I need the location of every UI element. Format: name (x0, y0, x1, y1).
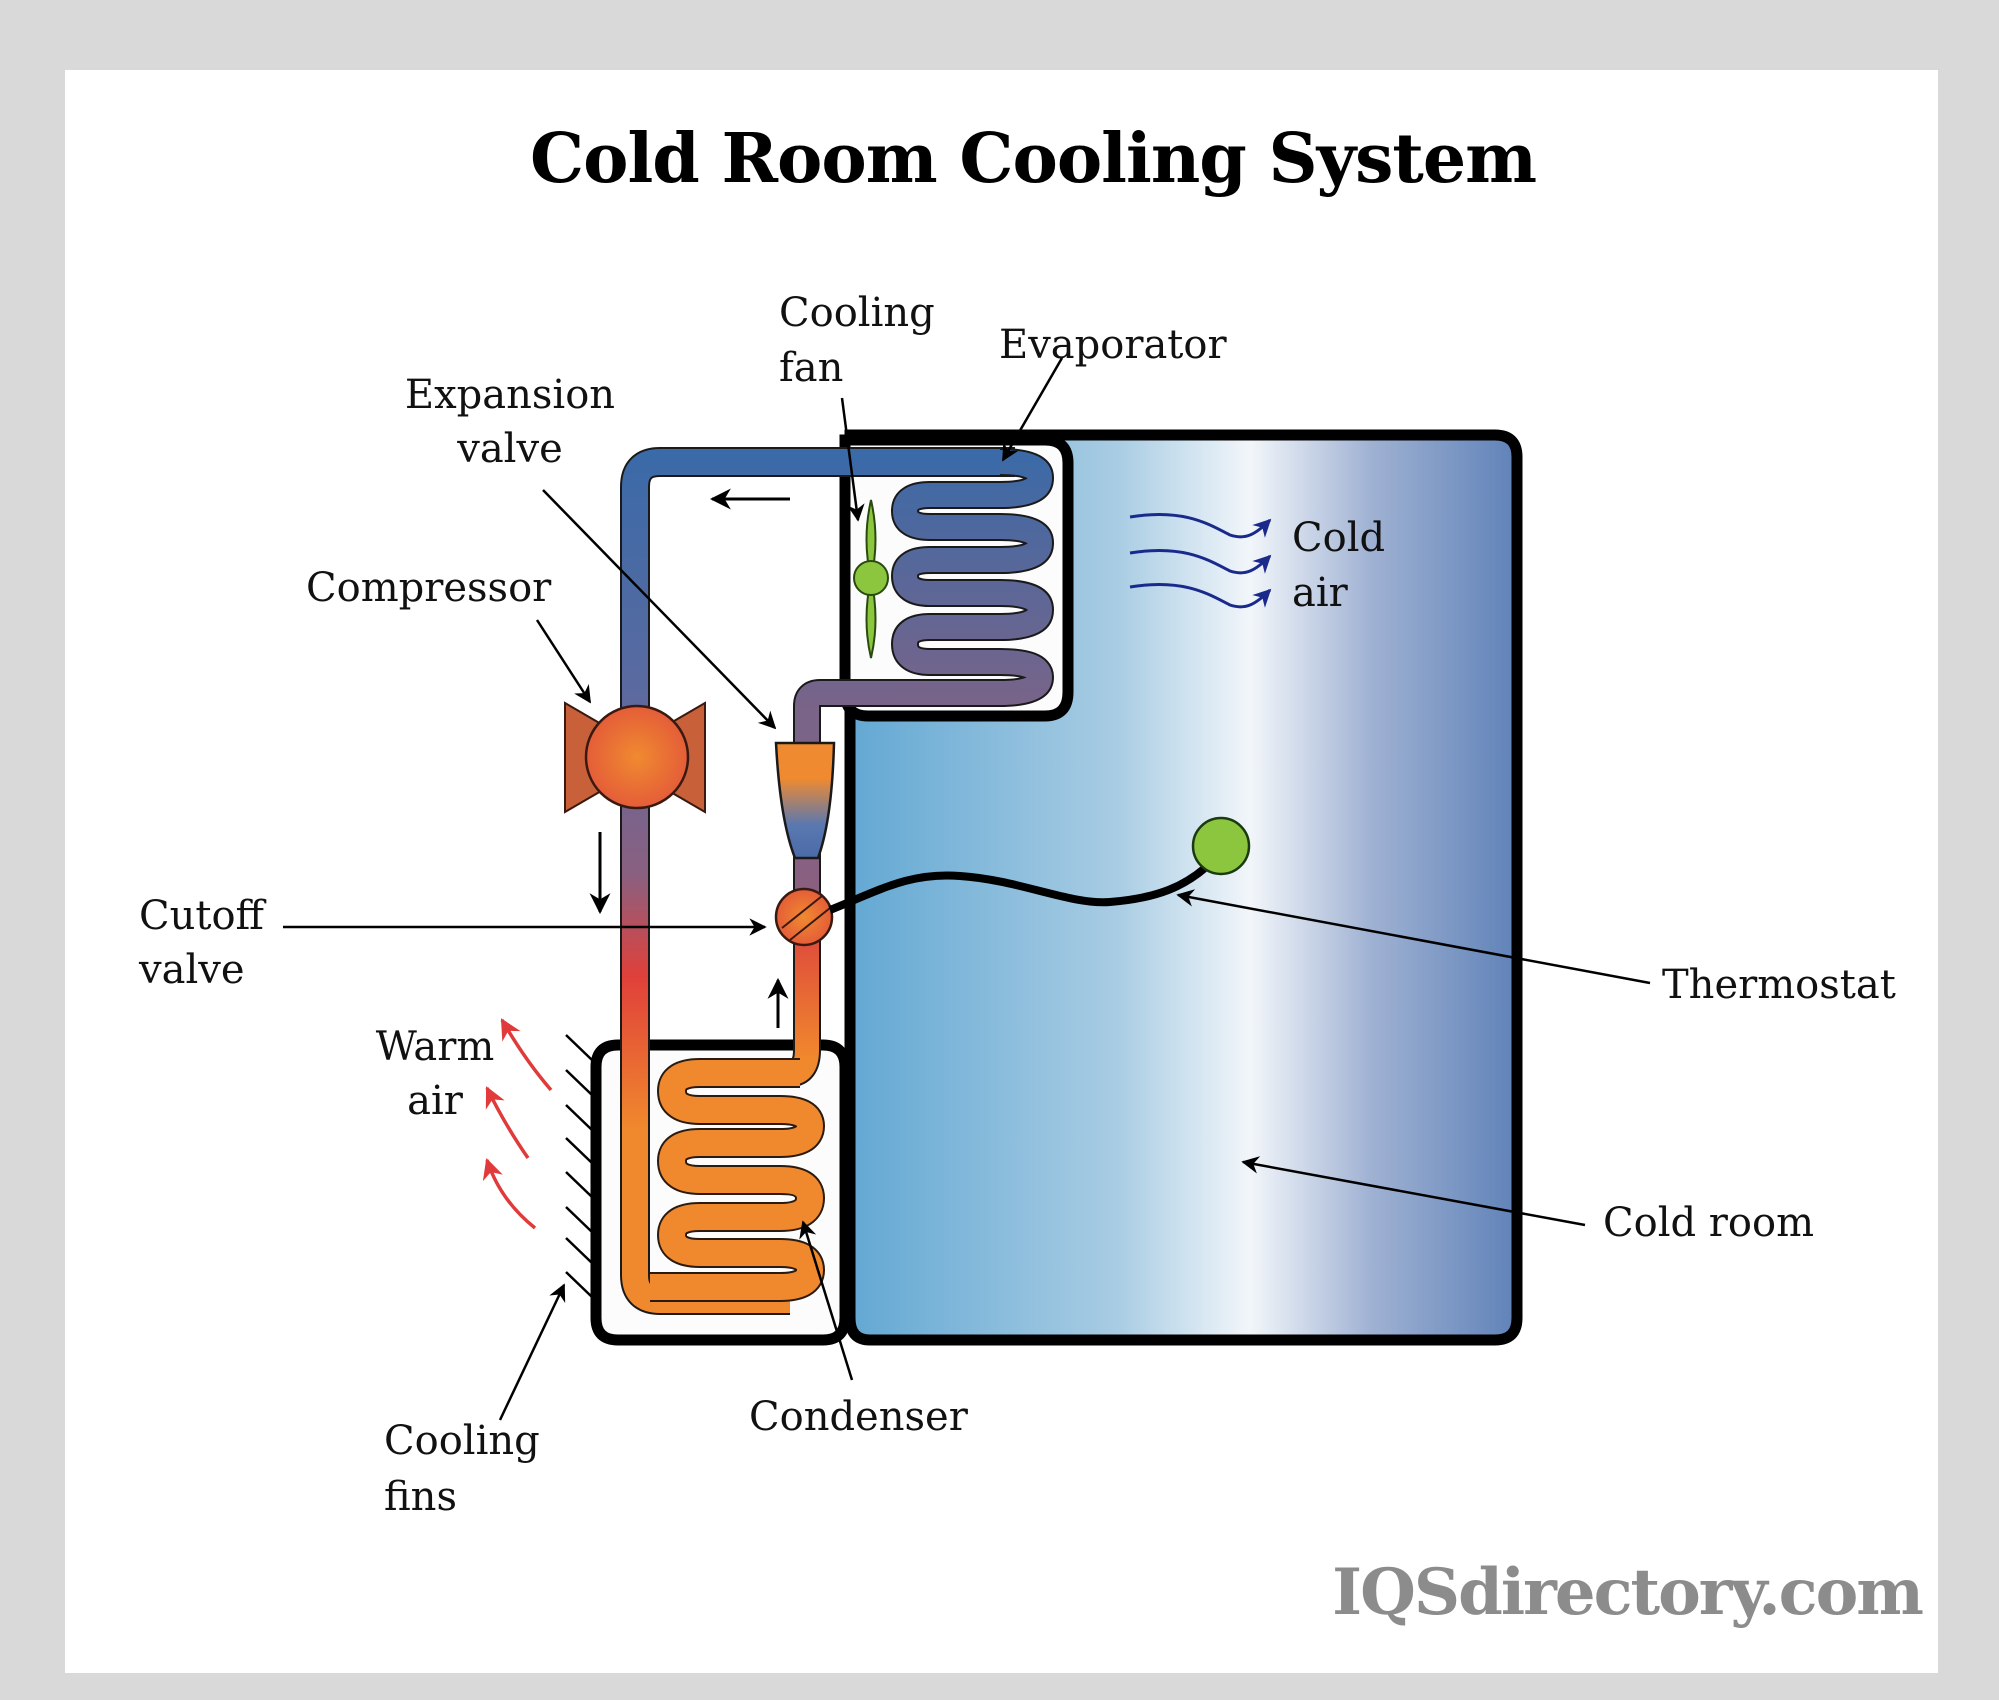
label-condenser: Condenser (749, 1394, 969, 1440)
label-expansion-valve-line1: Expansion (405, 372, 615, 418)
label-thermostat: Thermostat (1662, 962, 1896, 1008)
page-title: Cold Room Cooling System (530, 119, 1536, 199)
label-cooling-fins-line2: fins (384, 1474, 457, 1520)
cold-air-arrows (1129, 512, 1272, 609)
cold-air-arrow-icon (1129, 548, 1272, 575)
warm-air-arrow-icon (485, 1086, 530, 1160)
label-cutoff-valve-line1: Cutoff (139, 893, 267, 939)
label-cold-air-line1: Cold (1292, 515, 1385, 561)
leader-evaporator (1001, 357, 1064, 462)
evaporator-coil (793, 448, 1054, 745)
warm-air-arrow-icon (482, 1158, 537, 1230)
label-cooling-fins-line1: Cooling (384, 1418, 540, 1464)
leader-cooling-fins (498, 1283, 566, 1421)
label-cold-room: Cold room (1603, 1200, 1814, 1246)
leader-cold-room (1241, 1156, 1586, 1227)
cold-air-arrow-icon (1129, 512, 1272, 539)
warm-air-arrows (482, 1018, 553, 1230)
leader-thermostat (1176, 889, 1651, 985)
refrigerant-pipe-left (620, 447, 1015, 1315)
warm-air-arrow-icon (500, 1018, 553, 1092)
cooling-fins (565, 1034, 593, 1298)
label-expansion-valve-line2: valve (456, 426, 563, 472)
label-cooling-fan-line1: Cooling (779, 290, 935, 336)
label-cutoff-valve-line2: valve (138, 947, 245, 993)
compressor (564, 701, 706, 814)
leader-lines (283, 357, 1651, 1421)
thermostat (828, 816, 1251, 914)
label-cold-air-line2: air (1292, 570, 1349, 616)
label-evaporator: Evaporator (999, 322, 1227, 368)
flow-arrows (589, 488, 790, 1028)
labels: Cooling fan Evaporator Expansion valve C… (138, 290, 1896, 1520)
leader-cooling-fan (840, 397, 865, 522)
expansion-valve (774, 741, 836, 860)
leader-expansion-valve (542, 489, 777, 730)
cooling-fan-icon (853, 499, 889, 659)
watermark-logo: IQSdirectory.com (1332, 1555, 1923, 1630)
cutoff-valve (774, 887, 834, 947)
label-cooling-fan-line2: fan (779, 345, 843, 391)
cold-air-arrow-icon (1129, 582, 1272, 609)
condenser-coil (650, 1058, 825, 1302)
label-warm-air-line2: air (407, 1078, 464, 1124)
leader-condenser (799, 1220, 854, 1381)
label-compressor: Compressor (306, 565, 552, 611)
leader-compressor (535, 619, 592, 704)
label-warm-air-line1: Warm (376, 1024, 495, 1070)
thermostat-bulb-icon (1191, 816, 1251, 876)
